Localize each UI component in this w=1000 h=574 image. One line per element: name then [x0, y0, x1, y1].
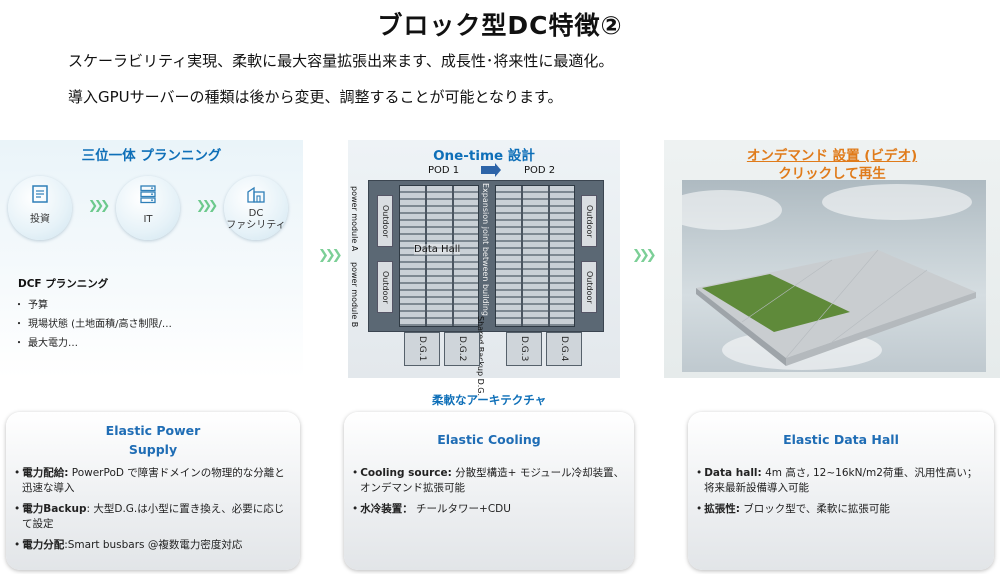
card-heading-line-1: Elastic Power	[105, 423, 201, 438]
ondemand-heading[interactable]: オンデマンド 設置 (ビデオ)	[746, 148, 918, 164]
dg-unit: D.G.2	[444, 332, 480, 366]
step-label: DC ファシリティ	[224, 208, 288, 232]
pod-1-label: POD 1	[428, 165, 460, 176]
item-key: 電力分配	[22, 539, 65, 551]
chevron-right-icon: ❯❯❯	[632, 248, 657, 263]
card-heading: Elastic Data Hall	[783, 432, 899, 447]
dcf-heading: DCF プランニング	[18, 278, 109, 290]
dg-unit: D.G.1	[404, 332, 440, 366]
item-text: 4m 高さ, 12~16kN/m2荷重、汎用性高い；将来最新設備導入可能	[704, 467, 978, 494]
planning-heading: 三位一体 プランニング	[81, 148, 222, 164]
data-hall-label: Data Hall	[414, 244, 461, 255]
pod-2-label: POD 2	[524, 165, 556, 176]
list-item: 予算	[14, 296, 172, 315]
power-module-a-label: power module A	[350, 186, 359, 252]
expansion-joint-label: Expansion joint between building	[481, 183, 490, 317]
list-item: 拡張性: ブロック型で、柔軟に拡張可能	[696, 502, 986, 517]
card-heading: Elastic Cooling	[437, 432, 541, 447]
subtitle-line-2: 導入GPUサーバーの種類は後から変更、調整することが可能となります。	[68, 88, 563, 106]
outdoor-unit: Outdoor	[581, 261, 597, 313]
pod-2-racks	[495, 185, 575, 327]
planning-panel: 三位一体 プランニング 投資 ❯❯❯ IT ❯❯❯ DC ファシ	[0, 140, 303, 378]
list-item: Data hall: 4m 高さ, 12~16kN/m2荷重、汎用性高い；将来最…	[696, 466, 986, 496]
item-text: 分散型構造+ モジュール冷却装置、オンデマンド拡張可能	[360, 467, 625, 494]
dg-unit: D.G.4	[546, 332, 582, 366]
document-icon	[32, 185, 48, 203]
outdoor-unit: Outdoor	[377, 261, 393, 313]
step-label: IT	[143, 214, 153, 225]
step-it: IT	[116, 176, 180, 240]
step-label-line-2: ファシリティ	[226, 220, 286, 231]
play-video-link[interactable]: クリックして再生	[778, 166, 886, 182]
server-icon	[140, 185, 156, 204]
list-item: Cooling source: 分散型構造+ モジュール冷却装置、オンデマンド拡…	[352, 466, 626, 496]
site-platform-image	[696, 249, 976, 366]
list-item: 電力配給: PowerPoD で障害ドメインの物理的な分離と迅速な導入	[14, 466, 292, 496]
item-key: 電力Backup	[22, 503, 87, 515]
step-investment: 投資	[8, 176, 72, 240]
power-module-b-label: power module B	[350, 262, 359, 328]
architecture-label: 柔軟なアーキテクチャ	[432, 393, 547, 407]
arrow-right-icon	[481, 163, 501, 177]
item-text: : 大型D.G.は小型に置き換え、必要に応じて設定	[22, 503, 285, 530]
outdoor-unit: Outdoor	[581, 195, 597, 247]
page-title: ブロック型DC特徴②	[377, 11, 623, 40]
item-key: 拡張性:	[704, 503, 740, 515]
step-label: 投資	[30, 214, 50, 225]
card-list: 電力配給: PowerPoD で障害ドメインの物理的な分離と迅速な導入 電力Ba…	[14, 466, 292, 559]
item-text: PowerPoD で障害ドメインの物理的な分離と迅速な導入	[22, 467, 285, 494]
item-text: :Smart busbars @複数電力密度対応	[64, 539, 243, 551]
elastic-power-card: Elastic Power Supply 電力配給: PowerPoD で障害ド…	[6, 412, 300, 570]
card-heading-line-2: Supply	[128, 442, 178, 457]
step-facility: DC ファシリティ	[224, 176, 288, 240]
shared-backup-label: Shared Backup D.G.	[476, 316, 485, 397]
item-key: Data hall:	[704, 467, 762, 479]
list-item: 最大電力…	[14, 334, 172, 353]
list-item: 水冷装置： チールタワー+CDU	[352, 502, 626, 517]
building-icon	[247, 186, 265, 203]
elastic-data-hall-card: Elastic Data Hall Data hall: 4m 高さ, 12~1…	[688, 412, 994, 570]
item-text: チールタワー+CDU	[412, 503, 511, 515]
elastic-cooling-card: Elastic Cooling Cooling source: 分散型構造+ モ…	[344, 412, 634, 570]
item-key: 電力配給:	[22, 467, 69, 479]
item-key: 水冷装置：	[360, 503, 413, 515]
step-label-line-1: DC	[248, 208, 264, 219]
list-item: 電力Backup: 大型D.G.は小型に置き換え、必要に応じて設定	[14, 502, 292, 532]
list-item: 電力分配:Smart busbars @複数電力密度対応	[14, 538, 292, 553]
chevron-right-icon: ❯❯❯	[196, 198, 218, 212]
chevron-right-icon: ❯❯❯	[88, 198, 110, 212]
card-heading: Elastic Power Supply	[6, 421, 300, 459]
pod-1-racks	[399, 185, 479, 327]
ondemand-panel: オンデマンド 設置 (ビデオ) クリックして再生	[664, 140, 1000, 378]
card-list: Data hall: 4m 高さ, 12~16kN/m2荷重、汎用性高い；将来最…	[696, 466, 986, 523]
dcf-list: 予算 現場状態 (土地面積/高さ制限/… 最大電力…	[14, 296, 172, 353]
video-player[interactable]	[682, 180, 986, 372]
card-list: Cooling source: 分散型構造+ モジュール冷却装置、オンデマンド拡…	[352, 466, 626, 523]
floor-plan: Outdoor Outdoor Outdoor Outdoor Expansio…	[368, 180, 604, 332]
outdoor-unit: Outdoor	[377, 195, 393, 247]
list-item: 現場状態 (土地面積/高さ制限/…	[14, 315, 172, 334]
design-panel: One-time 設計 POD 1 POD 2 Outdoor Outdoor …	[348, 140, 620, 397]
item-key: Cooling source:	[360, 467, 452, 479]
dg-unit: D.G.3	[506, 332, 542, 366]
subtitle-line-1: スケーラビリティ実現、柔軟に最大容量拡張出来ます、成長性･将来性に最適化。	[68, 52, 614, 70]
design-heading: One-time 設計	[433, 148, 535, 164]
chevron-right-icon: ❯❯❯	[318, 248, 343, 263]
item-text: ブロック型で、柔軟に拡張可能	[739, 503, 890, 515]
